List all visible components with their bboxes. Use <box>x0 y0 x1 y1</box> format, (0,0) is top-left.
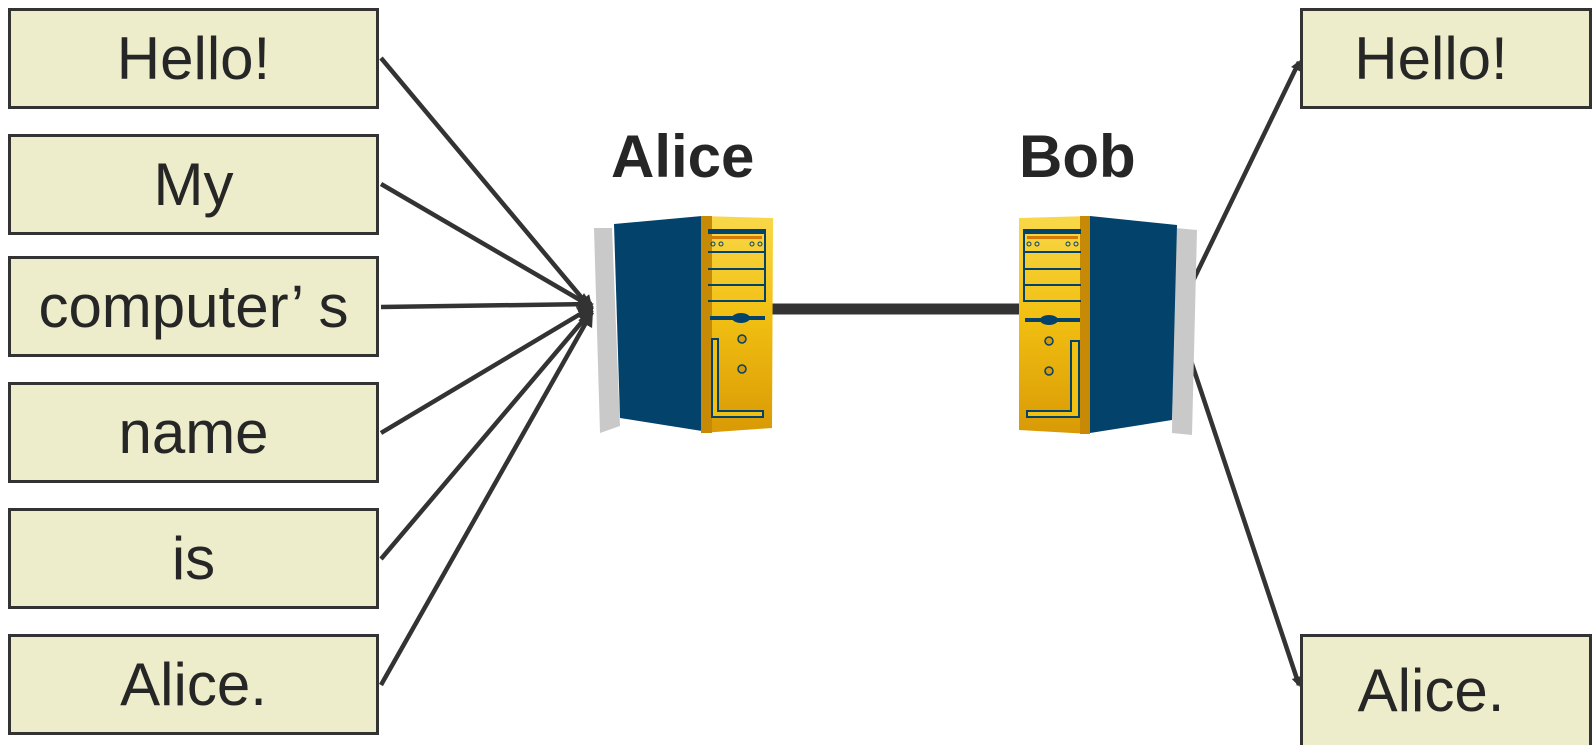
link-output-2 <box>1173 315 1302 687</box>
word-text: is <box>171 524 216 592</box>
received-word-text: Hello! <box>1354 24 1508 92</box>
word-box: is <box>8 508 379 609</box>
received-word-box: Alice. <box>1300 634 1592 745</box>
server-tower-icon <box>1019 216 1197 435</box>
word-box: computer’ s <box>8 256 379 357</box>
link-word-3 <box>380 296 594 313</box>
sender-name: Alice <box>611 123 755 190</box>
word-text: My <box>153 150 234 218</box>
input-links <box>379 56 594 687</box>
link-output-1 <box>1173 60 1302 317</box>
server-tower-icon <box>594 216 773 433</box>
link-word-5 <box>379 308 594 561</box>
received-word-text: Alice. <box>1357 657 1505 724</box>
receiver-name: Bob <box>1019 123 1136 190</box>
word-box: My <box>8 134 379 235</box>
word-text: computer’ s <box>38 272 349 340</box>
output-links <box>1173 60 1302 687</box>
word-text: Alice. <box>120 650 267 718</box>
word-box: name <box>8 382 379 483</box>
link-word-4 <box>379 305 594 435</box>
link-word-6 <box>379 310 594 687</box>
link-word-1 <box>379 56 594 312</box>
word-box: Alice. <box>8 634 379 735</box>
word-box: Hello! <box>8 8 379 109</box>
word-text: name <box>118 398 269 466</box>
received-word-box: Hello! <box>1300 8 1592 109</box>
link-word-2 <box>379 182 594 309</box>
word-text: Hello! <box>116 24 271 92</box>
